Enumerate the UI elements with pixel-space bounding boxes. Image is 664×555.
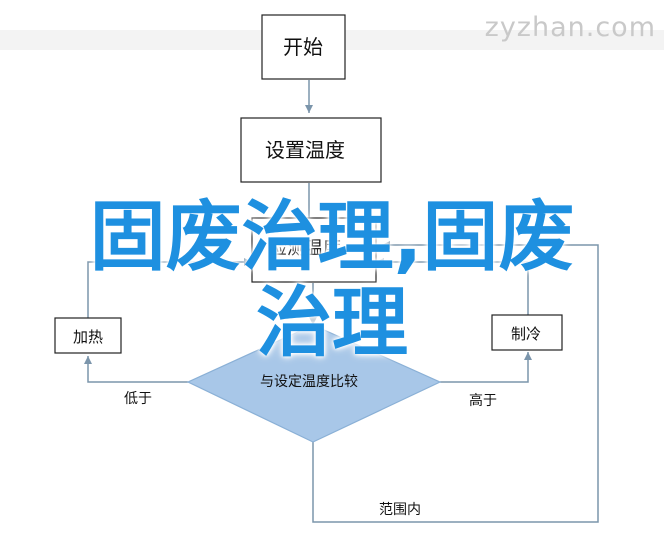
high-label: 高于 <box>469 392 497 409</box>
set-temp-label: 设置温度 <box>265 138 345 162</box>
heat-label: 加热 <box>73 328 103 346</box>
cool-label: 制冷 <box>511 325 541 343</box>
overlay-title: 固废治理,固废 治理 <box>0 194 664 366</box>
detect-temp-box <box>251 217 377 283</box>
connector-compare-to-cool <box>440 352 532 383</box>
compare-diamond <box>186 324 442 443</box>
start-box <box>261 14 346 80</box>
heat-box <box>54 317 122 354</box>
connector-heat-to-detect <box>87 258 252 318</box>
cool-box <box>491 314 563 351</box>
connector-compare-to-range <box>312 241 599 523</box>
compare-label: 与设定温度比较 <box>260 374 358 390</box>
overlay-title-line1: 固废治理,固废 <box>89 192 575 281</box>
in-range-label: 范围内 <box>379 501 421 518</box>
overlay-title-line2: 治理 <box>256 278 408 367</box>
low-label: 低于 <box>124 391 152 407</box>
detect-temp-label: 检测温度 <box>269 238 341 259</box>
connector-cool-to-detect <box>376 258 529 315</box>
start-label: 开始 <box>283 35 323 59</box>
set-temp-box <box>240 117 382 183</box>
connector-compare-to-heat <box>84 356 188 383</box>
watermark: zyzhan.com <box>484 12 656 43</box>
